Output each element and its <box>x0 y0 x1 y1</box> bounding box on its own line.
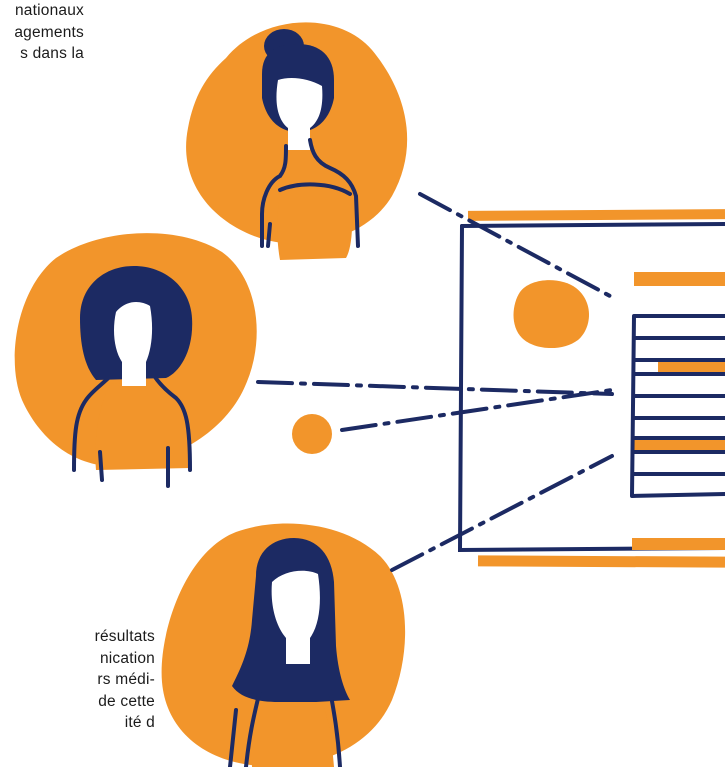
dot-icon <box>292 414 332 454</box>
text-line: nication <box>99 649 155 667</box>
woman-short-hair-avatar-icon <box>14 233 257 488</box>
text-line: agements <box>14 23 84 41</box>
text-line: ité d <box>124 714 155 731</box>
text-line: s dans la <box>20 45 84 62</box>
woman-bun-avatar-icon <box>186 22 408 260</box>
text-line: de cette <box>98 692 155 710</box>
text-fragment-bottom: résultats nication rs médi- de cette ité… <box>0 626 155 734</box>
woman-long-hair-avatar-icon <box>161 523 406 767</box>
text-line: rs médi- <box>97 671 155 688</box>
document-list-icon <box>457 209 725 568</box>
connector-lines <box>256 192 614 572</box>
text-line: résultats <box>94 628 155 645</box>
text-fragment-top: nationaux agements s dans la <box>0 0 84 65</box>
text-line: nationaux <box>14 2 84 19</box>
